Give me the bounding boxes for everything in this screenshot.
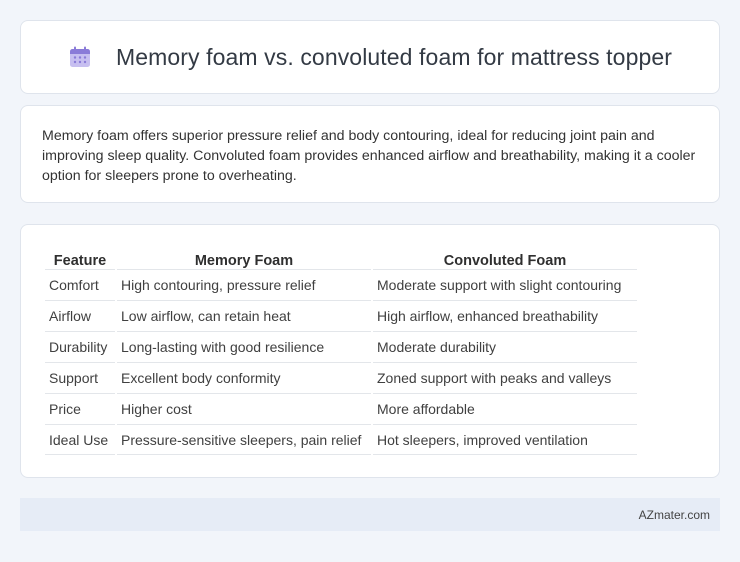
memory-foam-cell: Low airflow, can retain heat <box>117 300 371 331</box>
page-title: Memory foam vs. convoluted foam for matt… <box>115 43 673 70</box>
convoluted-foam-cell: Hot sleepers, improved ventilation <box>373 424 637 455</box>
memory-foam-cell: Pressure-sensitive sleepers, pain relief <box>117 424 371 455</box>
memory-foam-cell: Excellent body conformity <box>117 362 371 393</box>
comparison-table: Feature Memory Foam Convoluted Foam Comf… <box>43 247 639 455</box>
comparison-card: Feature Memory Foam Convoluted Foam Comf… <box>20 224 720 478</box>
column-header-convoluted-foam: Convoluted Foam <box>443 253 567 269</box>
table-row: Ideal Use Pressure-sensitive sleepers, p… <box>45 424 637 455</box>
table-row: Price Higher cost More affordable <box>45 393 637 424</box>
memory-foam-cell: Long-lasting with good resilience <box>117 331 371 362</box>
table-row: Airflow Low airflow, can retain heat Hig… <box>45 300 637 331</box>
table-row: Durability Long-lasting with good resili… <box>45 331 637 362</box>
convoluted-foam-cell: High airflow, enhanced breathability <box>373 300 637 331</box>
title-card: Memory foam vs. convoluted foam for matt… <box>20 20 720 94</box>
feature-cell: Ideal Use <box>45 424 115 455</box>
column-header-memory-foam: Memory Foam <box>194 253 294 269</box>
footer: AZmater.com <box>20 498 720 531</box>
calendar-icon <box>68 45 92 69</box>
summary-text: Memory foam offers superior pressure rel… <box>42 128 696 184</box>
feature-cell: Airflow <box>45 300 115 331</box>
memory-foam-cell: Higher cost <box>117 393 371 424</box>
convoluted-foam-cell: More affordable <box>373 393 637 424</box>
footer-site-name: AZmater.com <box>638 507 710 522</box>
table-row: Support Excellent body conformity Zoned … <box>45 362 637 393</box>
convoluted-foam-cell: Moderate support with slight contouring <box>373 269 637 300</box>
convoluted-foam-cell: Moderate durability <box>373 331 637 362</box>
memory-foam-cell: High contouring, pressure relief <box>117 269 371 300</box>
title-row: Memory foam vs. convoluted foam for matt… <box>68 44 672 71</box>
feature-cell: Price <box>45 393 115 424</box>
table-header-row: Feature Memory Foam Convoluted Foam <box>45 247 637 269</box>
feature-cell: Comfort <box>45 269 115 300</box>
column-header-feature: Feature <box>53 253 107 269</box>
convoluted-foam-cell: Zoned support with peaks and valleys <box>373 362 637 393</box>
feature-cell: Support <box>45 362 115 393</box>
summary-card: Memory foam offers superior pressure rel… <box>20 105 720 203</box>
table-row: Comfort High contouring, pressure relief… <box>45 269 637 300</box>
feature-cell: Durability <box>45 331 115 362</box>
